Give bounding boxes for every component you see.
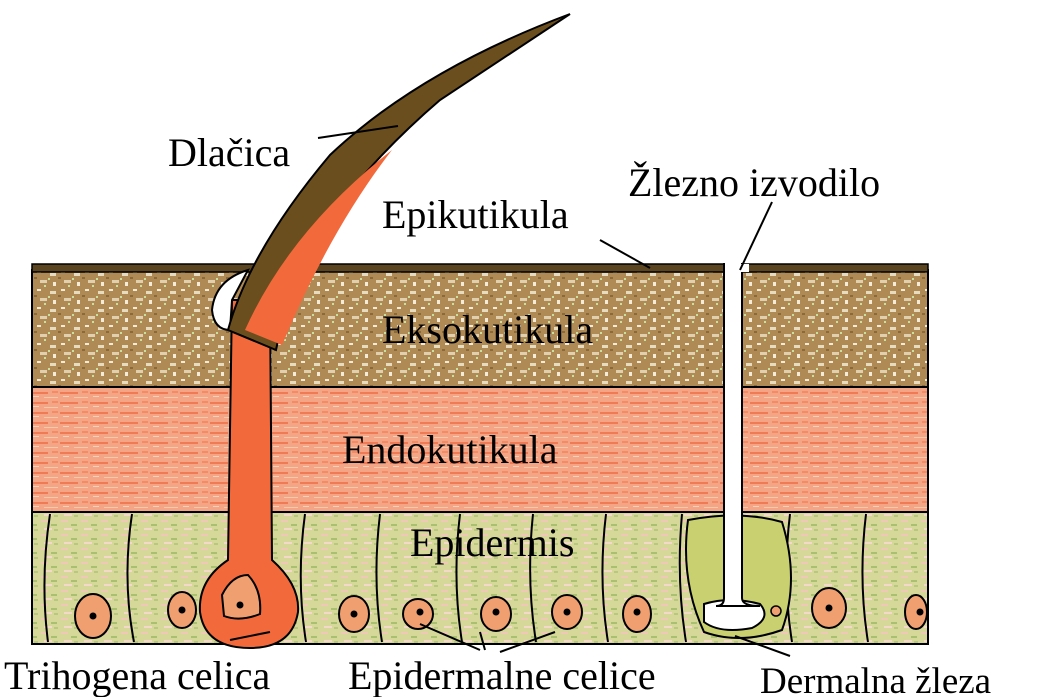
- nucleus: [623, 596, 651, 632]
- label-hair: Dlačica: [168, 130, 290, 175]
- label-epicuticle: Epikutikula: [382, 192, 569, 237]
- nucleus: [905, 595, 927, 629]
- label-gland-duct: Žlezno izvodilo: [628, 160, 880, 205]
- label-trichogen-cell: Trihogena celica: [4, 653, 270, 697]
- nucleus: [812, 588, 846, 628]
- nucleus: [481, 597, 511, 631]
- label-epidermis: Epidermis: [410, 520, 574, 565]
- nucleus: [403, 599, 433, 629]
- nucleus: [552, 595, 582, 629]
- nucleus: [168, 592, 196, 628]
- nucleus: [75, 594, 111, 638]
- cuticle-gap: [725, 264, 749, 272]
- label-endocuticle: Endokutikula: [342, 427, 558, 472]
- epicuticle-layer: [32, 264, 928, 272]
- nucleus: [339, 596, 369, 632]
- label-epidermal-cells: Epidermalne celice: [348, 653, 656, 697]
- label-dermal-gland: Dermalna žleza: [760, 661, 991, 697]
- label-exocuticle: Eksokutikula: [382, 307, 593, 352]
